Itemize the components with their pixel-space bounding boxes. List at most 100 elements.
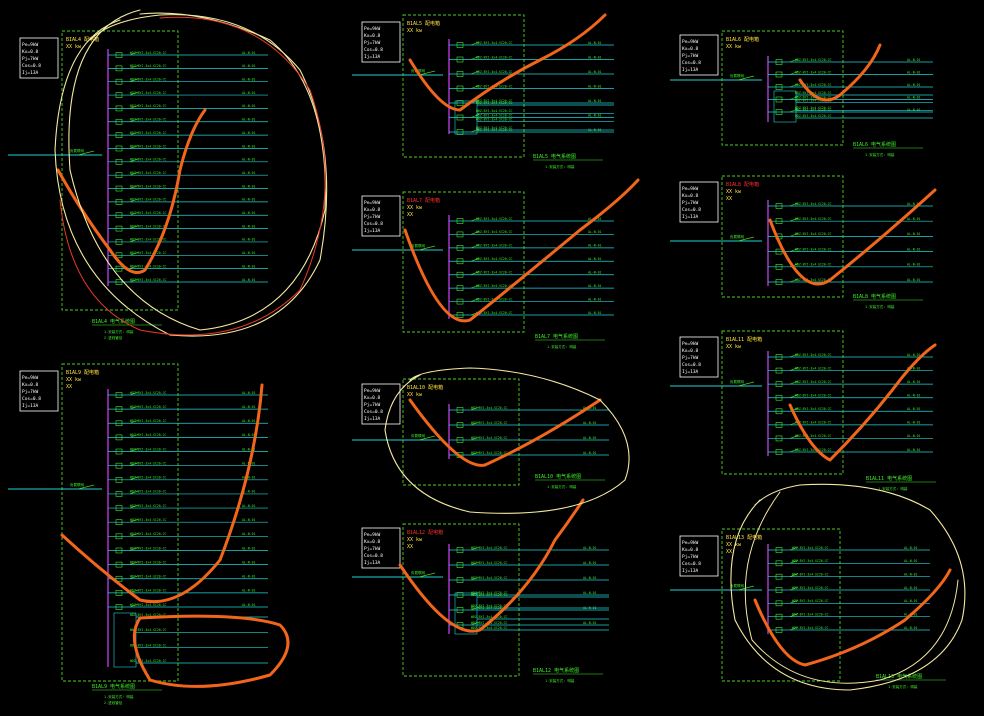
info-line: Pe=9kW xyxy=(682,39,699,45)
diagram-note: 1.安装方式: 明装 xyxy=(104,694,134,699)
switch-symbol xyxy=(470,546,480,551)
panel-header: XX kw xyxy=(407,392,423,398)
cable-spec: WDZ-BYJ-3x4-SC20-CC xyxy=(130,628,167,632)
switch-symbol xyxy=(470,56,480,60)
breaker-symbol xyxy=(115,132,123,138)
breaker-symbol xyxy=(115,491,123,497)
circuit-destination: AL-N-01 xyxy=(907,232,921,236)
circuit-destination: AL-N-01 xyxy=(904,559,918,563)
breaker-symbol xyxy=(775,367,783,374)
switch-symbol xyxy=(789,380,799,385)
breaker-symbol xyxy=(775,613,783,620)
panel-header: XX xyxy=(726,549,732,555)
panel-header: XX kw xyxy=(66,377,82,383)
cable-spec: WDZ-BYJ-3x4-SC20-CC xyxy=(476,99,513,103)
circuit-destination: AL-N-01 xyxy=(588,55,602,59)
switch-symbol xyxy=(470,406,480,411)
main-breaker-symbol xyxy=(418,245,436,251)
info-line: Pj=7kW xyxy=(364,402,381,408)
circuit-destination: AL-N-01 xyxy=(904,546,918,550)
switch-symbol xyxy=(789,421,799,426)
breaker-symbol xyxy=(456,85,464,92)
switch-symbol xyxy=(789,96,799,100)
breaker-symbol xyxy=(775,84,783,90)
cable-spec: WDZ-BYJ-3x4-SC20-CC xyxy=(476,244,513,248)
info-line: Pe=9kW xyxy=(682,341,699,347)
circuit-destination: AL-N-01 xyxy=(907,421,921,425)
info-line: Cos=0.8 xyxy=(22,396,41,402)
diagram-title: B1AL10 电气系统图 xyxy=(535,473,581,480)
breaker-symbol xyxy=(456,56,464,63)
